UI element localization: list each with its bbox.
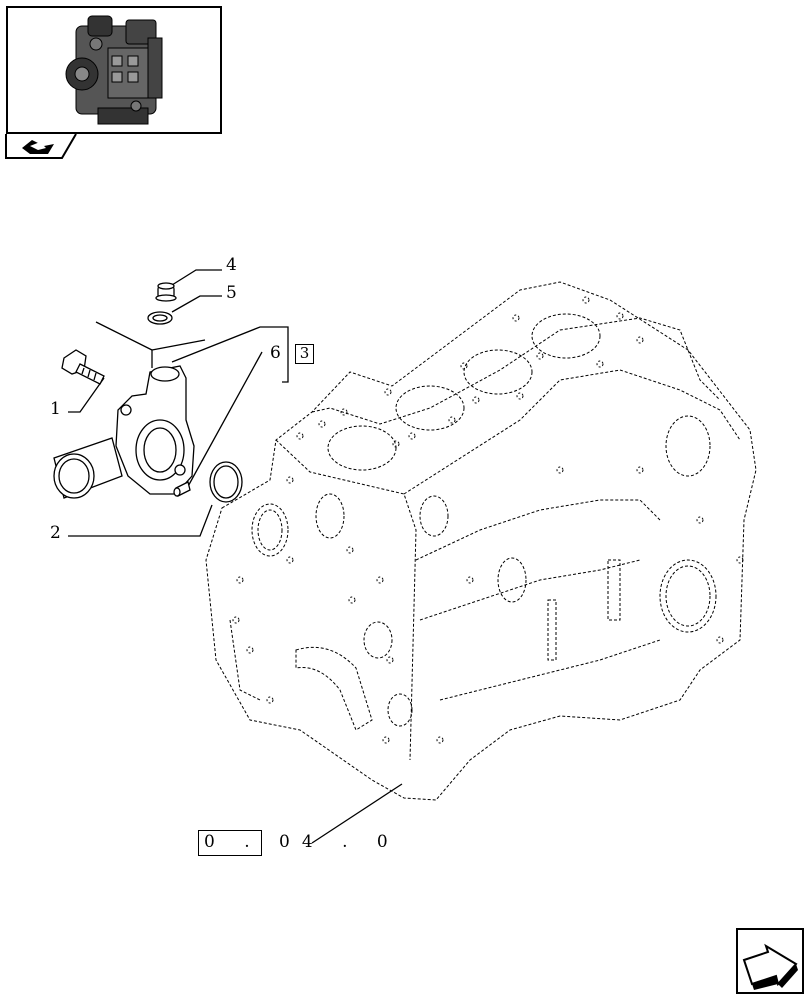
reference-code: 0 . 04 . 0 (204, 832, 400, 852)
callout-2: 2 (50, 523, 61, 543)
guide-line-b (151, 339, 206, 351)
thumbnail-tab (5, 133, 77, 159)
leader-line-4 (171, 269, 222, 286)
leader-line-ref (311, 783, 403, 844)
leader-line-6 (171, 326, 289, 383)
engine-thumbnail-frame (6, 6, 222, 134)
next-page-button[interactable] (736, 928, 804, 994)
callout-4: 4 (226, 255, 237, 275)
leader-line-2 (68, 504, 213, 537)
washer-part-5 (147, 311, 173, 325)
guide-line-a (95, 321, 153, 351)
water-outlet-housing (53, 365, 195, 499)
gasket-part-2 (209, 461, 243, 503)
leader-line-5 (171, 295, 222, 313)
engine-block (205, 281, 757, 801)
reference-box (198, 830, 262, 856)
section-ref-box: 3 (295, 344, 314, 364)
dowel-pin (173, 481, 191, 497)
leader-line-1 (68, 377, 105, 413)
callout-6: 6 (270, 343, 281, 363)
callout-1: 1 (50, 399, 61, 419)
callout-5: 5 (226, 283, 237, 303)
book-arrow-icon (22, 140, 54, 154)
bolt-part-1 (61, 349, 105, 385)
next-arrow-icon (742, 943, 798, 990)
engine-thumbnail-icon (65, 15, 163, 125)
engine-block-bolt-holes (232, 296, 744, 744)
plug-part-4 (155, 282, 177, 302)
